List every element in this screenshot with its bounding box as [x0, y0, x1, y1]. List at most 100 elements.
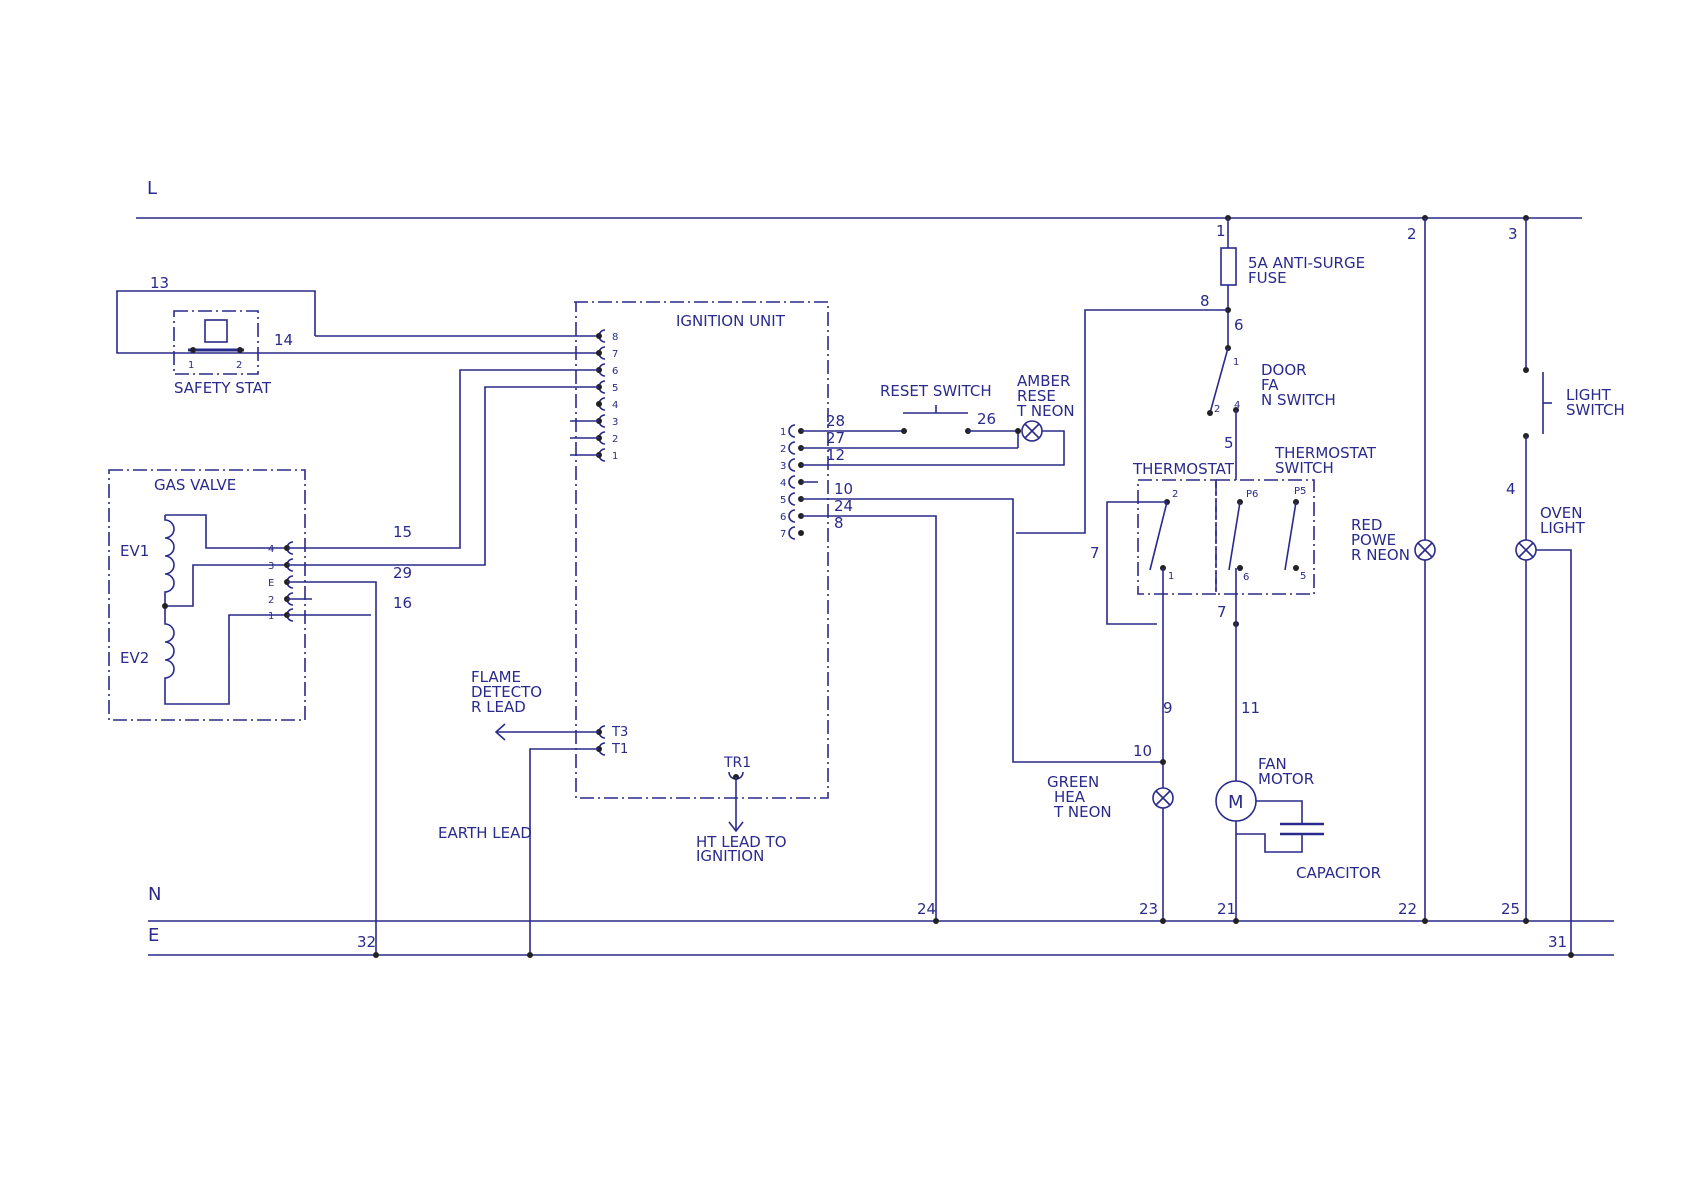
- ign-left-pin-3: 3: [612, 417, 618, 428]
- wire-28-label: 28: [826, 412, 845, 430]
- door-switch-label-2: FA: [1261, 376, 1279, 394]
- thermostat-block: THERMOSTAT THERMOSTAT SWITCH 2 1 P6 6 P5…: [1090, 444, 1377, 627]
- wire-11-label: 11: [1241, 699, 1260, 717]
- light-switch-label-1: LIGHT: [1566, 386, 1612, 404]
- gas-valve: GAS VALVE EV1 EV2 4 3 E 2 1: [108, 469, 312, 721]
- wire-26-label: 26: [977, 410, 996, 428]
- safety-stat-box: [173, 310, 259, 375]
- ign-left-pin-8: 8: [612, 332, 618, 343]
- tsw-pin-P6: P6: [1246, 489, 1258, 500]
- safety-stat-label: SAFETY STAT: [174, 379, 272, 397]
- red-neon-label-1: RED: [1351, 516, 1382, 534]
- amber-neon: [1021, 420, 1043, 442]
- reset-switch-label: RESET SWITCH: [880, 382, 992, 400]
- live-rail-label: L: [147, 178, 157, 199]
- fuse-label-1: 5A ANTI-SURGE: [1248, 254, 1365, 272]
- wire-23-label: 23: [1139, 900, 1158, 918]
- reset-circuit: RESET SWITCH AMBER RESE T NEON 28 27 12 …: [801, 372, 1075, 466]
- wire-10: [801, 498, 1163, 763]
- thermostat-switch-box: [1215, 479, 1315, 595]
- green-neon-branch: 9 10 10 23 GREEN HEA T NEON: [801, 480, 1174, 924]
- gv-pin-2: 2: [268, 595, 274, 606]
- wire-8a-label: 8: [1200, 292, 1210, 310]
- safety-stat-pin-2: 2: [236, 360, 242, 371]
- gas-valve-wiring: 15 29 16 32: [287, 369, 599, 958]
- green-neon-label-3: T NEON: [1053, 803, 1112, 821]
- wire-24a-label: 24: [834, 497, 853, 515]
- wire-13-label: 13: [150, 274, 169, 292]
- wire-12-label: 12: [826, 446, 845, 464]
- thermostat-switch-label-1: THERMOSTAT: [1274, 444, 1377, 462]
- amber-neon-label-3: T NEON: [1016, 402, 1075, 420]
- ht-lead-label-1: HT LEAD TO: [696, 833, 787, 851]
- door-switch-blade: [1209, 347, 1229, 414]
- ev1-label: EV1: [120, 542, 149, 560]
- wire-24: [801, 515, 937, 921]
- wire-16-label: 16: [393, 594, 412, 612]
- wire-21-label: 21: [1217, 900, 1236, 918]
- fan-motor-label-1: FAN: [1258, 755, 1287, 773]
- green-neon-label-1: GREEN: [1047, 773, 1099, 791]
- fuse-door-branch: 1 5A ANTI-SURGE FUSE 8 6 1 2 4 DOOR FA N…: [834, 215, 1365, 534]
- flame-lead-label-3: R LEAD: [471, 698, 526, 716]
- earth-lead-label: EARTH LEAD: [438, 824, 532, 842]
- flame-lead-label-2: DETECTO: [471, 683, 542, 701]
- wire-7a-label: 7: [1090, 544, 1100, 562]
- wire-9-label: 9: [1163, 699, 1173, 717]
- wire-2-label: 2: [1407, 225, 1417, 243]
- ign-left-pin-1: 1: [612, 451, 618, 462]
- wire-6-label: 6: [1234, 316, 1244, 334]
- wire-5-label: 5: [1224, 434, 1234, 452]
- tr1-terminal: TR1 HT LEAD TO IGNITION: [696, 755, 787, 865]
- ev2-coil: [164, 606, 287, 705]
- rails: L N E: [136, 178, 1614, 956]
- ignition-leads: FLAME DETECTO R LEAD EARTH LEAD: [438, 668, 599, 958]
- red-neon-branch: 2 22 RED POWE R NEON: [1351, 215, 1436, 924]
- ev2-label: EV2: [120, 649, 149, 667]
- capacitor-label: CAPACITOR: [1296, 864, 1381, 882]
- wire-8b-label: 8: [834, 514, 844, 532]
- flame-lead-label-1: FLAME: [471, 668, 521, 686]
- wire-7b-label: 7: [1217, 603, 1227, 621]
- ev1-coil: [164, 515, 175, 606]
- door-switch-label-1: DOOR: [1261, 361, 1307, 379]
- wire-8: [1016, 309, 1228, 534]
- ign-right-pin-3: 3: [780, 461, 786, 472]
- fuse-label-2: FUSE: [1248, 269, 1287, 287]
- wire-24b-label: 24: [917, 900, 936, 918]
- oven-light-branch: 3 4 25 31 LIGHT SWITCH OVEN LIGHT: [1501, 215, 1625, 958]
- ignition-unit: IGNITION UNIT 8 7 6 5 4 3 2 1: [570, 301, 829, 865]
- ign-right-pin-6: 6: [780, 512, 786, 523]
- neutral-rail-label: N: [148, 884, 161, 905]
- ign-left-pin-4: 4: [612, 400, 618, 411]
- ignition-left-connector: 8 7 6 5 4 3 2 1: [570, 329, 618, 462]
- thermostat-switch-label-2: SWITCH: [1275, 459, 1334, 477]
- fan-motor: M: [1215, 780, 1257, 822]
- ignition-t-connector: T3 T1: [596, 725, 628, 757]
- ign-right-pin-4: 4: [780, 478, 786, 489]
- motor-symbol: M: [1228, 792, 1244, 813]
- tsw-pin-6: 6: [1243, 572, 1249, 583]
- tr1-label: TR1: [723, 755, 751, 771]
- wire-32-label: 32: [357, 933, 376, 951]
- ign-left-pin-5: 5: [612, 383, 618, 394]
- ign-left-pin-6: 6: [612, 366, 618, 377]
- oven-light: [1515, 539, 1537, 561]
- green-neon: [1152, 787, 1174, 809]
- tsw-pin-5: 5: [1300, 571, 1306, 582]
- ignition-unit-label: IGNITION UNIT: [676, 312, 786, 330]
- red-neon-label-2: POWE: [1351, 531, 1396, 549]
- wire-25-label: 25: [1501, 900, 1520, 918]
- wire-12: [801, 430, 1065, 466]
- wire-13: [116, 290, 599, 354]
- amber-neon-label-2: RESE: [1017, 387, 1056, 405]
- wire-32: [287, 581, 377, 955]
- wire-10a-label: 10: [834, 480, 853, 498]
- red-neon: [1414, 539, 1436, 561]
- gv-pin-1: 1: [268, 611, 274, 622]
- oven-light-label-1: OVEN: [1540, 504, 1583, 522]
- ign-right-pin-5: 5: [780, 495, 786, 506]
- wire-15: [287, 369, 599, 549]
- wire-29: [287, 386, 599, 566]
